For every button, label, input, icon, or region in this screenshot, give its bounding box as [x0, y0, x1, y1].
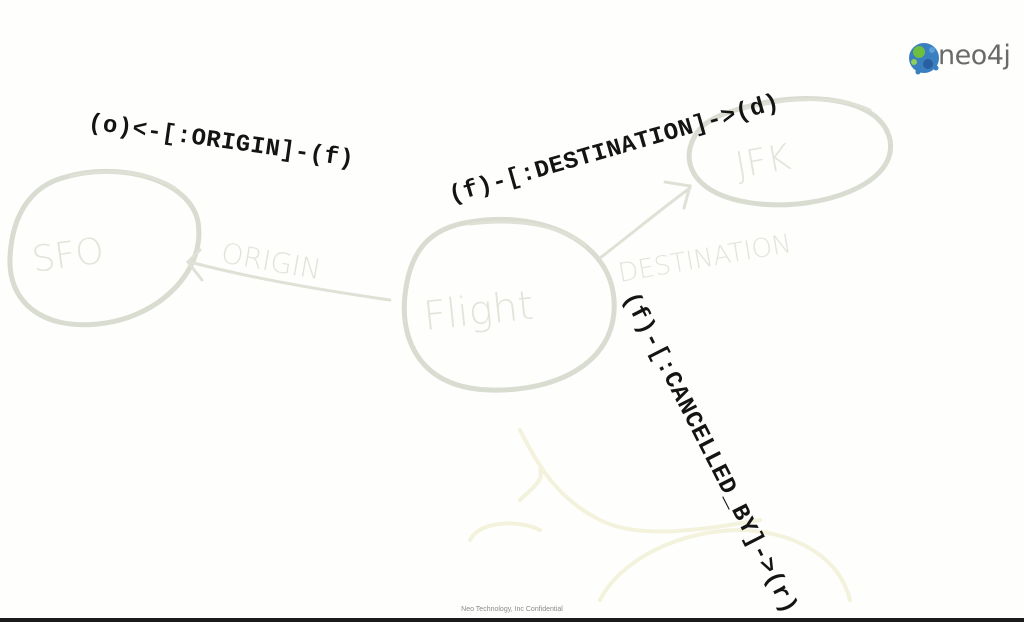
neo4j-logo: neo4j — [906, 38, 1016, 78]
edge-destination: DESTINATION — [598, 180, 794, 289]
node-sfo-label: SFO — [30, 230, 107, 281]
node-jfk-label: JFK — [732, 137, 794, 187]
node-flight-label: Flight — [421, 283, 535, 340]
neo4j-wordmark: neo4j — [938, 40, 1011, 71]
node-flight: Flight — [401, 216, 617, 393]
node-sfo: SFO — [7, 169, 202, 328]
confidential-footer: Neo Technology, Inc Confidential — [461, 606, 563, 613]
node-jfk: JFK — [686, 96, 893, 208]
faint-background-sketch — [468, 428, 852, 602]
bottom-bar — [0, 618, 1024, 622]
neo4j-graph-icon — [909, 43, 939, 75]
edge-destination-label: DESTINATION — [616, 229, 794, 289]
edge-origin: ORIGIN — [186, 236, 392, 302]
